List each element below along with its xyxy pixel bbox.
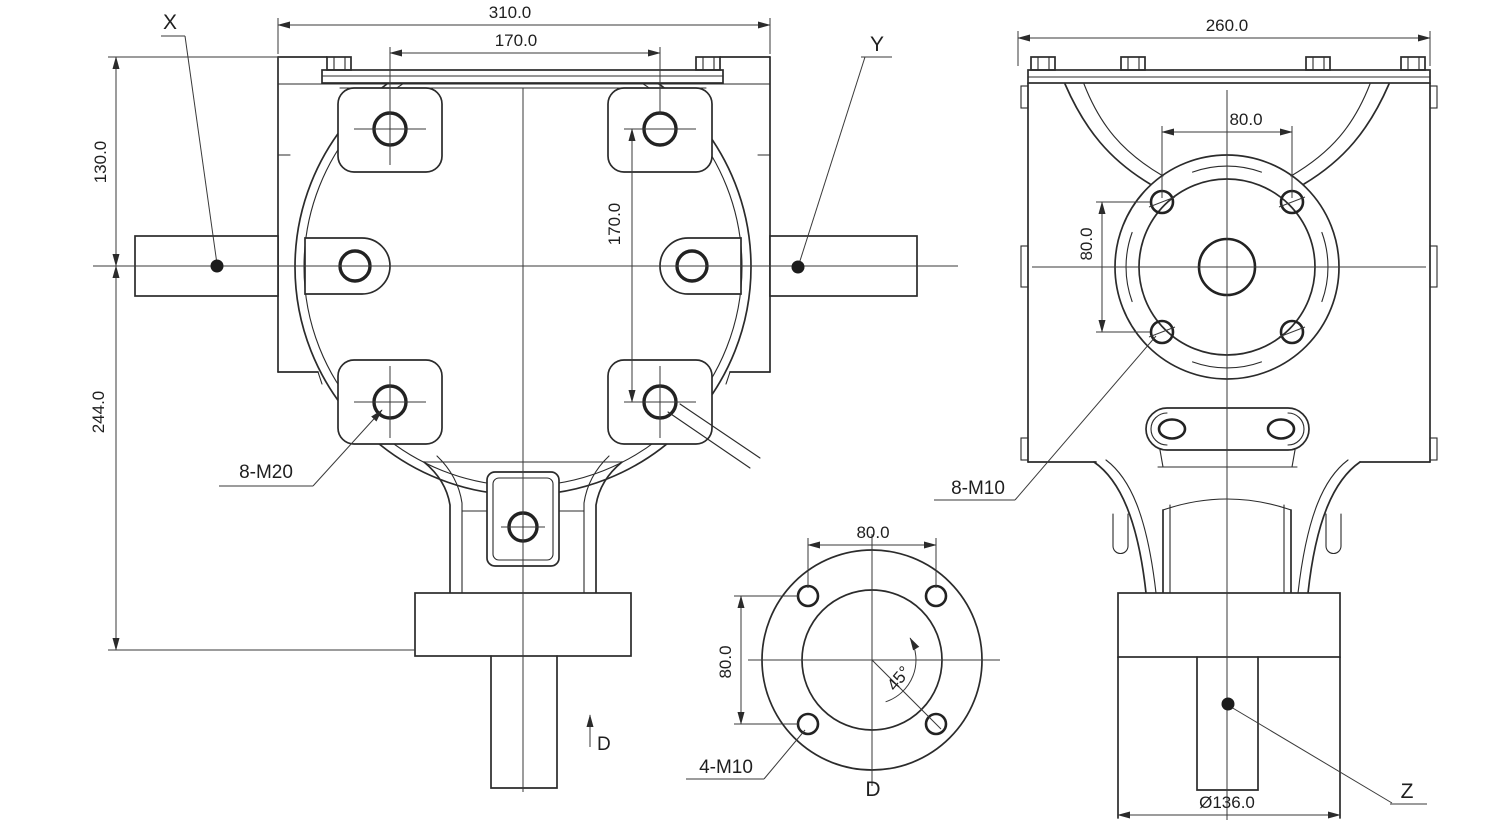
thread-callout-8-m10: 8-M10: [951, 478, 1005, 499]
thread-callout-8-m20: 8-M20: [239, 462, 293, 483]
flange-bolt-right: [695, 56, 721, 71]
dim-side-pitch-h: 80.0: [1229, 110, 1262, 129]
flange-bolt-left: [326, 56, 352, 71]
axis-label-y: Y: [870, 33, 884, 56]
dim-detail-pitch-h: 80.0: [856, 523, 889, 542]
dim-side-pitch-v: 80.0: [1077, 227, 1096, 260]
dim-front-bolt-pitch-h: 170.0: [495, 31, 538, 50]
output-shaft-front: [490, 655, 558, 789]
dim-detail-angle: 45°: [883, 663, 914, 695]
view-arrow-label-d: D: [597, 734, 611, 755]
axis-point-x: [210, 259, 224, 273]
dim-front-total-width: 310.0: [489, 3, 532, 22]
flange-hole: [924, 712, 948, 736]
axis-point-z: [1221, 697, 1235, 711]
dim-detail-pitch-v: 80.0: [716, 645, 735, 678]
detail-view-d: 45° 80.0 80.0 4-M10 D: [686, 523, 1000, 801]
dim-front-bolt-pitch-v: 170.0: [605, 203, 624, 246]
dim-front-base-height: 244.0: [89, 391, 108, 434]
axis-point-y: [791, 260, 805, 274]
lug-hole: [1157, 418, 1187, 440]
axis-label-z: Z: [1401, 780, 1414, 803]
flange-hole: [796, 584, 820, 608]
flange-hole: [796, 712, 820, 736]
dim-front-center-height: 130.0: [91, 141, 110, 184]
bottom-flange-side: [1117, 592, 1341, 658]
lug-hole: [1266, 418, 1296, 440]
axis-label-x: X: [163, 11, 177, 34]
flange-hole: [924, 584, 948, 608]
front-view: 310.0 170.0 130.0 244.0 170.0 8-M20 X Y: [89, 3, 958, 792]
dim-side-total-width: 260.0: [1206, 16, 1249, 35]
thread-callout-4-m10: 4-M10: [699, 757, 753, 778]
detail-title: D: [865, 778, 880, 801]
flange-bolts-side: [1030, 56, 1426, 71]
side-view: 260.0 80.0 80.0 8-M10 Ø136.0 Z: [934, 16, 1438, 820]
dim-side-flange-dia: Ø136.0: [1199, 793, 1255, 812]
